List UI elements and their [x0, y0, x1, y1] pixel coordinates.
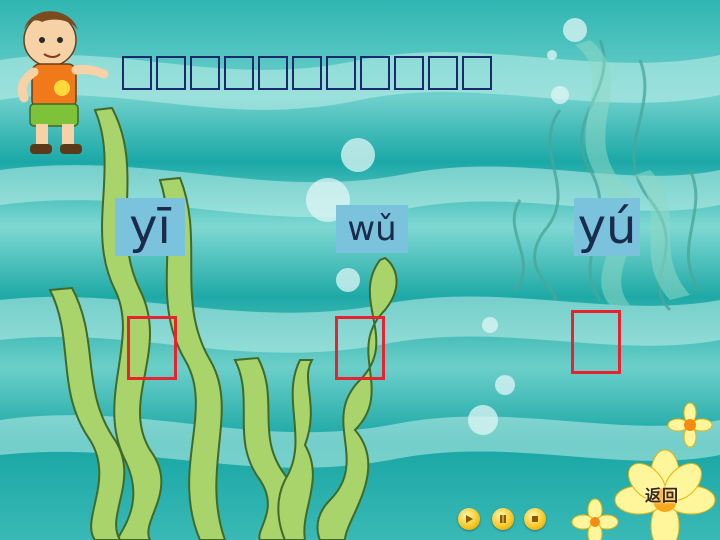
title-char-box: □ [122, 56, 152, 90]
title-char-box: □ [190, 56, 220, 90]
answer-box-1[interactable] [127, 316, 177, 380]
title-char-box: □ [462, 56, 492, 90]
pause-icon [500, 515, 506, 523]
title-char-box: □ [326, 56, 356, 90]
title-char-box: □ [258, 56, 288, 90]
slide-title: □□□□□□□□□□□ [122, 52, 492, 94]
answer-box-2[interactable] [335, 316, 385, 380]
title-char-box: □ [394, 56, 424, 90]
title-char-box: □ [224, 56, 254, 90]
title-char-box: □ [428, 56, 458, 90]
stop-icon [532, 516, 538, 522]
pinyin-label-1: yī [115, 198, 185, 256]
title-char-box: □ [360, 56, 390, 90]
title-char-box: □ [292, 56, 322, 90]
stop-button[interactable] [524, 508, 546, 530]
boy-character-icon [17, 11, 109, 154]
play-icon [466, 515, 473, 523]
pinyin-label-2: wǔ [336, 205, 408, 253]
play-button[interactable] [458, 508, 480, 530]
back-button[interactable]: 返回 [645, 486, 680, 505]
title-char-box: □ [156, 56, 186, 90]
pinyin-label-3: yú [574, 198, 640, 256]
pause-button[interactable] [492, 508, 514, 530]
answer-box-3[interactable] [571, 310, 621, 374]
